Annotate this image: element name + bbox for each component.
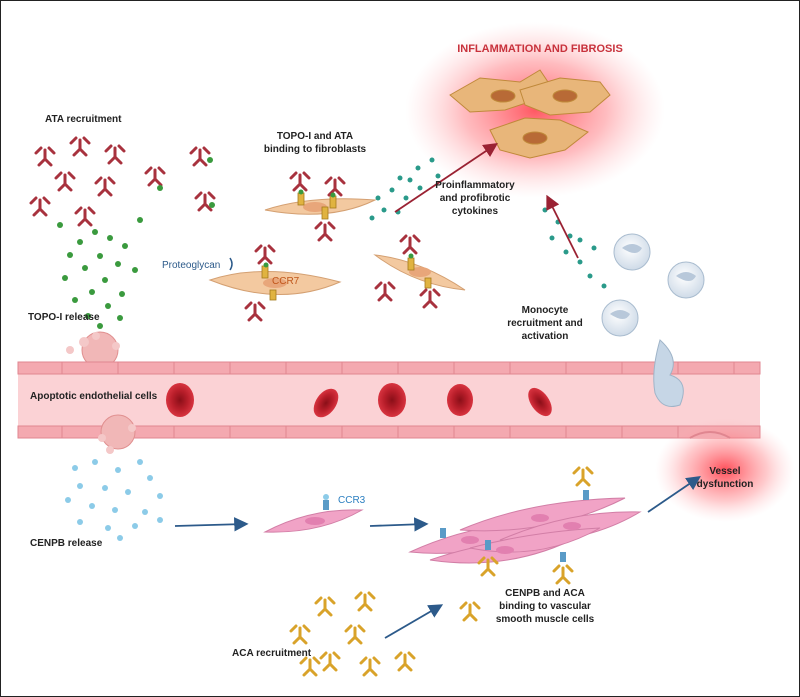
monocyte-label-line1: Monocyte (522, 305, 569, 316)
cytokines-label-line3: cytokines (452, 206, 499, 217)
cytokines-label-line2: and profibrotic (440, 193, 511, 204)
cenpb-dots (65, 459, 163, 541)
ccr3-label: CCR3 (338, 495, 366, 506)
vessel-dysfunction-glow (655, 418, 795, 522)
vessel-label-line2: dysfunction (697, 479, 754, 490)
topo-dots-bound (157, 157, 215, 208)
ata-antibody (29, 196, 51, 217)
ccr7-receptors (261, 192, 432, 301)
monocyte-label-line3: activation (522, 331, 569, 342)
cytokine-arrow-left (394, 142, 498, 213)
arrow-to-vessel-dysfunction (647, 475, 701, 513)
cenpb-binding-label-line1: CENPB and ACA (505, 588, 585, 599)
ata-recruitment-label: ATA recruitment (45, 114, 122, 125)
fibroblast-left (208, 271, 342, 295)
topo-binding-label-line2: binding to fibroblasts (264, 144, 367, 155)
cenpb-release-label: CENPB release (30, 538, 103, 549)
apoptotic-label: Apoptotic endothelial cells (30, 391, 158, 402)
cytokines-label-line1: Proinflammatory (435, 180, 515, 191)
inflammation-label: INFLAMMATION AND FIBROSIS (457, 43, 623, 55)
ata-antibody (104, 144, 126, 165)
ata-antibody (189, 146, 211, 167)
topo-dots-on-cells (263, 189, 414, 268)
fibroblast-top (264, 198, 377, 215)
extravasating-monocyte (653, 339, 684, 407)
aca-antibody-single (459, 601, 481, 622)
fibroblast-right (373, 254, 466, 291)
topo-i-dots (57, 217, 143, 329)
cytokine-arrow-right (546, 194, 579, 259)
ata-antibody (74, 206, 96, 227)
arrow-aca-to-smc (384, 604, 444, 639)
vessel-break (689, 431, 731, 439)
inflammation-glow (405, 22, 665, 198)
apoptotic-cell-bottom (98, 414, 136, 454)
ata-antibody (94, 176, 116, 197)
ccr7-label: CCR7 (272, 276, 300, 287)
cenpb-binding-label-line2: binding to vascular (499, 601, 591, 612)
vessel-label-line1: Vessel (709, 466, 740, 477)
ata-antibody (34, 146, 56, 167)
ata-antibodies-cluster (29, 136, 216, 227)
ata-antibody (54, 171, 76, 192)
aca-recruitment-label: ACA recruitment (232, 648, 312, 659)
monocyte-label-line2: recruitment and (507, 318, 583, 329)
topo-release-label: TOPO-I release (28, 312, 100, 323)
proteoglycan-label: Proteoglycan (162, 260, 220, 271)
apoptotic-cell-top (66, 331, 120, 369)
topo-binding-label-line1: TOPO-I and ATA (277, 131, 353, 142)
cenpb-binding-label-line3: smooth muscle cells (496, 614, 595, 625)
proteoglycan-icon (229, 257, 233, 271)
ata-antibody (144, 166, 166, 187)
aca-antibodies-cluster (289, 591, 416, 677)
smc-nuclei (461, 514, 581, 554)
ccr3-receptors (440, 490, 589, 562)
ata-antibody (69, 136, 91, 157)
arrow-to-smc (174, 517, 249, 532)
red-blood-cells (166, 383, 552, 418)
arrow-to-smc-cluster (369, 517, 429, 532)
smooth-muscle-cell-single (263, 494, 364, 533)
activated-fibroblasts (449, 69, 611, 159)
